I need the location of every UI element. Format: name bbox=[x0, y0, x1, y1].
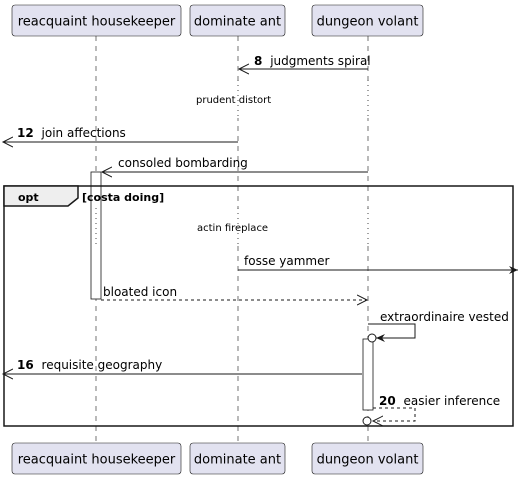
message-label: fosse yammer bbox=[244, 254, 329, 268]
message-join-affections: 12 join affections bbox=[3, 126, 238, 142]
message-fosse-yammer: fosse yammer bbox=[238, 254, 518, 274]
participant-label: dominate ant bbox=[194, 453, 281, 468]
svg-text:16 requisite geography: 16 requisite geography bbox=[17, 358, 162, 372]
participant-label: dungeon volant bbox=[317, 15, 419, 30]
message-label: requisite geography bbox=[42, 358, 163, 372]
svg-text:8 judgments spiral: 8 judgments spiral bbox=[254, 54, 371, 68]
participant-label: dungeon volant bbox=[317, 453, 419, 468]
participant-label: reacquaint housekeeper bbox=[18, 453, 176, 468]
divider-prudent-distort: prudent distort bbox=[196, 80, 370, 118]
message-extraordinaire-vested: extraordinaire vested bbox=[367, 310, 509, 343]
message-requisite-geography: 16 requisite geography bbox=[3, 358, 362, 374]
message-easier-inference: 20 easier inference bbox=[362, 394, 500, 426]
participant-dungeon-volant-bottom[interactable]: dungeon volant bbox=[311, 442, 424, 475]
lost-message-circle-icon bbox=[362, 416, 372, 426]
message-label: extraordinaire vested bbox=[380, 310, 509, 324]
divider-label: prudent distort bbox=[196, 95, 271, 106]
message-label: consoled bombarding bbox=[118, 156, 248, 170]
lost-message-circle-icon bbox=[367, 333, 377, 343]
fragment-guard: [costa doing] bbox=[82, 191, 164, 204]
fragment-opt: opt [costa doing] bbox=[3, 185, 514, 427]
participant-reacquaint-housekeeper-top[interactable]: reacquaint housekeeper bbox=[11, 4, 182, 37]
message-label: join affections bbox=[41, 126, 126, 140]
message-judgments-spiral: 8 judgments spiral bbox=[239, 54, 371, 69]
participant-dominate-ant-top[interactable]: dominate ant bbox=[189, 4, 286, 37]
message-bloated-icon: bloated icon bbox=[101, 285, 367, 300]
fragment-operator: opt bbox=[18, 191, 39, 204]
message-consoled-bombarding: consoled bombarding bbox=[102, 156, 368, 172]
message-label: easier inference bbox=[404, 394, 501, 408]
svg-text:12 join affections: 12 join affections bbox=[17, 126, 126, 140]
activation-bar-dungeon-volant bbox=[362, 338, 374, 411]
svg-text:20 easier inference: 20 easier inference bbox=[379, 394, 500, 408]
participant-label: dominate ant bbox=[194, 15, 281, 30]
message-number: 20 bbox=[379, 394, 396, 408]
participant-dominate-ant-bottom[interactable]: dominate ant bbox=[189, 442, 286, 475]
divider-label: actin fireplace bbox=[197, 223, 268, 234]
participant-label: reacquaint housekeeper bbox=[18, 15, 176, 30]
message-label: judgments spiral bbox=[269, 54, 370, 68]
participant-dungeon-volant-top[interactable]: dungeon volant bbox=[311, 4, 424, 37]
divider-actin-fireplace: actin fireplace bbox=[94, 208, 370, 245]
message-label: bloated icon bbox=[103, 285, 177, 299]
participant-reacquaint-housekeeper-bottom[interactable]: reacquaint housekeeper bbox=[11, 442, 182, 475]
message-number: 8 bbox=[254, 54, 262, 68]
message-number: 16 bbox=[17, 358, 34, 372]
message-number: 12 bbox=[17, 126, 34, 140]
